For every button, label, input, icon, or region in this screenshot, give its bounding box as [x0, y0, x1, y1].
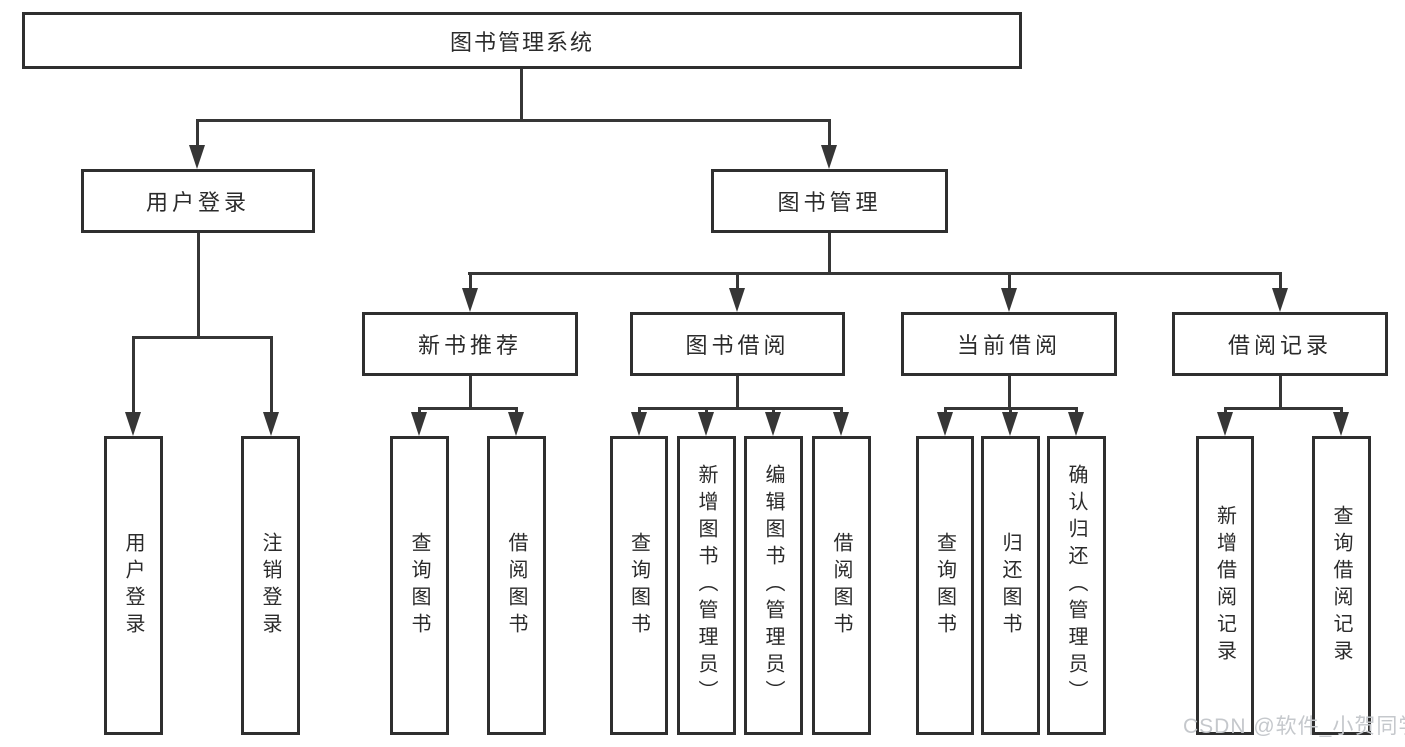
connector-book-mgmt-split — [468, 272, 1281, 275]
arrow-down-icon — [833, 412, 849, 436]
connector-current-borrow-stem — [1008, 376, 1011, 407]
node-leaf-return-books: 归还图书 — [981, 436, 1040, 735]
arrow-down-icon — [263, 412, 279, 436]
arrow-down-icon — [1217, 412, 1233, 436]
node-leaf-query-books-3: 查询图书 — [916, 436, 974, 735]
arrow-down-icon — [508, 412, 524, 436]
connector-line — [469, 272, 472, 292]
connector-line — [1279, 272, 1282, 292]
connector-line — [196, 119, 199, 149]
connector-line — [736, 272, 739, 292]
connector-new-book-rec-stem — [469, 376, 472, 407]
node-leaf-query-books-1: 查询图书 — [390, 436, 449, 735]
connector-book-borrow-stem — [736, 376, 739, 407]
node-user-login-group: 用户登录 — [81, 169, 315, 233]
node-leaf-query-books-2: 查询图书 — [610, 436, 668, 735]
connector-root-stem — [520, 69, 523, 119]
connector-new-book-rec-split — [418, 407, 518, 410]
arrow-down-icon — [411, 412, 427, 436]
connector-line — [270, 336, 273, 416]
arrow-down-icon — [729, 288, 745, 312]
node-new-book-recommendation: 新书推荐 — [362, 312, 578, 376]
arrow-down-icon — [698, 412, 714, 436]
connector-user-login-stem — [197, 233, 200, 336]
node-leaf-edit-books-admin: 编辑图书（管理员） — [744, 436, 803, 735]
arrow-down-icon — [462, 288, 478, 312]
arrow-down-icon — [189, 145, 205, 169]
node-leaf-add-borrow-record: 新增借阅记录 — [1196, 436, 1254, 735]
node-borrowing-records: 借阅记录 — [1172, 312, 1388, 376]
arrow-down-icon — [1272, 288, 1288, 312]
connector-line — [1008, 272, 1011, 292]
node-book-borrowing: 图书借阅 — [630, 312, 845, 376]
node-leaf-query-borrow-record: 查询借阅记录 — [1312, 436, 1371, 735]
node-leaf-borrow-books-2: 借阅图书 — [812, 436, 871, 735]
connector-root-split — [196, 119, 831, 122]
arrow-down-icon — [821, 145, 837, 169]
connector-user-login-split — [132, 336, 272, 339]
arrow-down-icon — [1068, 412, 1084, 436]
arrow-down-icon — [765, 412, 781, 436]
node-book-management-group: 图书管理 — [711, 169, 948, 233]
node-leaf-confirm-return-admin: 确认归还（管理员） — [1047, 436, 1106, 735]
node-leaf-user-login: 用户登录 — [104, 436, 163, 735]
connector-line — [828, 119, 831, 149]
arrow-down-icon — [1002, 412, 1018, 436]
csdn-watermark: CSDN @软件_小贺同学 — [1183, 715, 1405, 738]
connector-borrow-records-split — [1224, 407, 1343, 410]
node-root: 图书管理系统 — [22, 12, 1022, 69]
connector-book-mgmt-stem — [828, 233, 831, 272]
node-leaf-logout: 注销登录 — [241, 436, 300, 735]
arrow-down-icon — [1333, 412, 1349, 436]
arrow-down-icon — [125, 412, 141, 436]
connector-line — [132, 336, 135, 416]
arrow-down-icon — [631, 412, 647, 436]
node-current-borrowing: 当前借阅 — [901, 312, 1117, 376]
arrow-down-icon — [937, 412, 953, 436]
node-leaf-borrow-books-1: 借阅图书 — [487, 436, 546, 735]
connector-book-borrow-split — [638, 407, 843, 410]
connector-borrow-records-stem — [1279, 376, 1282, 407]
node-leaf-add-books-admin: 新增图书（管理员） — [677, 436, 736, 735]
arrow-down-icon — [1001, 288, 1017, 312]
